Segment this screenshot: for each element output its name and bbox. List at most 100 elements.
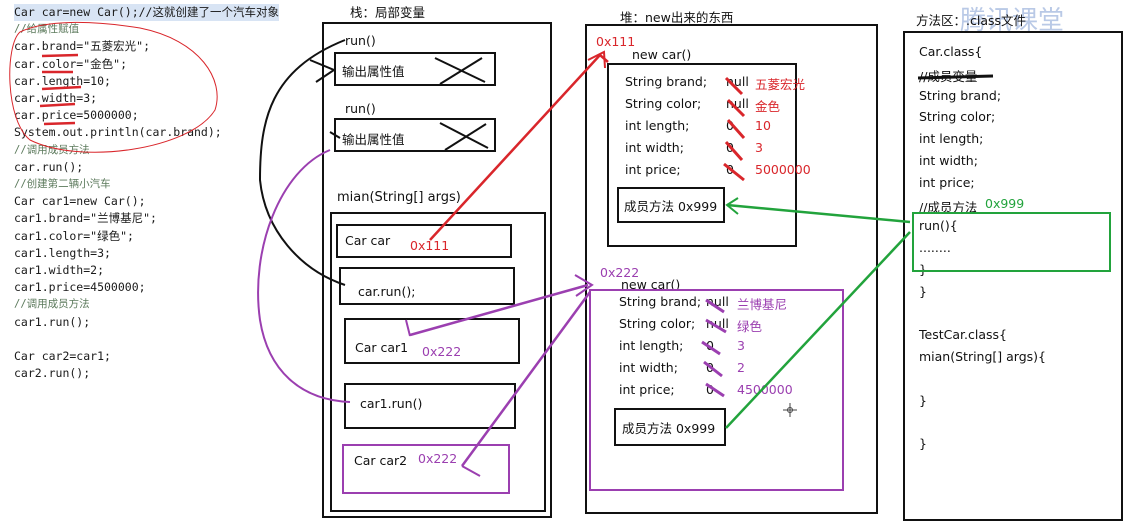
obj1-field-strikes [723,76,746,182]
code-line: car.length=10; [14,73,111,88]
code-line: car1.price=4500000; [14,280,146,295]
heap-header: 堆：new出来的东西 [620,10,734,25]
heap-obj2-field-value: 兰博基尼 [737,297,788,312]
heap-obj1-field-default: null [726,96,749,111]
cross-marks [434,57,489,151]
heap-obj2 [589,289,844,491]
stack-main-frame [330,212,546,512]
purple-arc-run2 [257,149,351,403]
green-pointer-obj2-method [725,231,911,429]
code-line: car1.color="绿色"; [14,228,134,243]
stack-car-label: Car car [345,233,391,248]
heap-obj1-field-name: String color; [625,96,702,111]
code-line: car.color="金色"; [14,56,128,71]
method-area-line: int width; [919,153,978,168]
heap-obj2-field-name: int length; [619,338,684,353]
stack-run1-output: 输出属性值 [342,64,405,79]
stack-run1-frame [334,52,496,86]
code-line: car.width=3; [14,91,98,105]
code-underlines [39,53,82,126]
heap-obj1-field-value: 五菱宏光 [755,77,806,92]
heap-obj1-field-value: 5000000 [755,162,811,177]
stack-panel [322,22,552,518]
heap-obj2-field-default: null [706,316,729,331]
method-area-line: } [919,436,927,452]
code-line: car1.length=3; [14,245,111,260]
method-area-line: int length; [919,131,984,147]
heap-obj2-address: 0x222 [600,265,640,280]
code-line: Car car1=new Car(); [14,194,146,209]
heap-obj2-field-name: int width; [619,360,678,375]
obj2-field-strikes [701,298,727,398]
heap-obj2-field-name: int price; [619,382,675,397]
heap-obj1-field-default: 0 [726,118,734,133]
heap-obj2-field-value: 2 [737,360,745,375]
heap-obj1-method: 成员方法 0x999 [624,199,718,214]
heap-obj2-field-default: 0 [706,338,714,353]
stack-car-run [339,267,515,305]
crosshair-cursor-icon [783,403,797,417]
stack-main-label: mian(String[] args) [337,190,461,205]
method-area-underline [917,74,994,80]
code-line: Car car2=car1; [14,349,111,363]
heap-obj1-field-name: int price; [625,162,681,177]
purple-pointer-car1 [409,283,589,337]
heap-obj1-field-value: 10 [755,118,771,133]
code-line: car1.run(); [14,314,91,329]
code-highlight-ellipse [9,21,218,153]
code-line: car.run(); [14,159,84,174]
method-area-line: Car.class{ [919,44,983,59]
black-arrow-run1-head [309,59,337,83]
heap-obj1-field-name: int width; [625,140,684,155]
stack-car1-label: Car car1 [355,340,409,355]
stack-header: 栈：局部变量 [350,5,426,20]
stack-car2-label: Car car2 [354,453,408,468]
stack-car2-address: 0x222 [418,451,458,466]
method-area-line: TestCar.class{ [919,327,1007,343]
stack-car-run-label: car.run(); [358,284,416,299]
heap-obj1-field-value: 3 [755,140,763,155]
method-area-line: mian(String[] args){ [919,349,1046,365]
code-line: car1.width=2; [14,263,105,277]
heap-obj1-address: 0x111 [596,34,636,49]
heap-obj2-title: new car() [621,277,681,292]
heap-obj2-field-default: 0 [706,382,714,397]
heap-obj2-field-value: 绿色 [737,319,763,334]
heap-obj1-method-box [617,187,725,223]
purple-pointer-car2 [460,291,592,467]
code-line: //创建第二辆小汽车 [14,178,111,190]
heap-obj2-field-value: 3 [737,338,745,353]
heap-obj2-field-name: String brand; [619,294,702,309]
method-area-run-box [912,212,1111,272]
stack-car1-address: 0x222 [422,344,462,359]
stack-car-address: 0x111 [410,238,450,253]
heap-obj1-title: new car() [632,47,692,62]
code-line: car.price=5000000; [14,108,139,123]
heap-obj2-method: 成员方法 0x999 [622,421,716,436]
code-line: //给属性赋值 [14,23,80,36]
code-line: //调用成员方法 [14,143,90,156]
stack-car1-var [344,318,520,364]
method-area-line: } [919,392,927,408]
black-arc-run2 [329,131,341,139]
code-line: //调用成员方法 [14,298,90,311]
method-area-line: } [919,283,927,299]
black-arc-run1 [258,39,346,286]
stack-car1-run [344,383,516,429]
heap-panel [585,24,878,514]
method-area-line: run(){ [919,218,958,234]
code-line: car.brand="五菱宏光"; [14,39,151,54]
heap-obj1-field-name: int length; [625,118,690,133]
code-line: System.out.println(car.brand); [14,125,222,140]
method-area-line: String color; [919,109,996,125]
method-area-panel [903,31,1123,521]
red-pointer-car [429,53,609,241]
method-area-header: 方法区：.class文件 [916,13,1027,28]
code-line: car1.brand="兰博基尼"; [14,211,157,226]
method-area-line: String brand; [919,87,1002,103]
heap-obj1-field-value: 金色 [755,99,781,114]
stack-car-var [336,224,512,258]
stack-car2-var [342,444,510,494]
method-area-line: ........ [919,240,951,256]
